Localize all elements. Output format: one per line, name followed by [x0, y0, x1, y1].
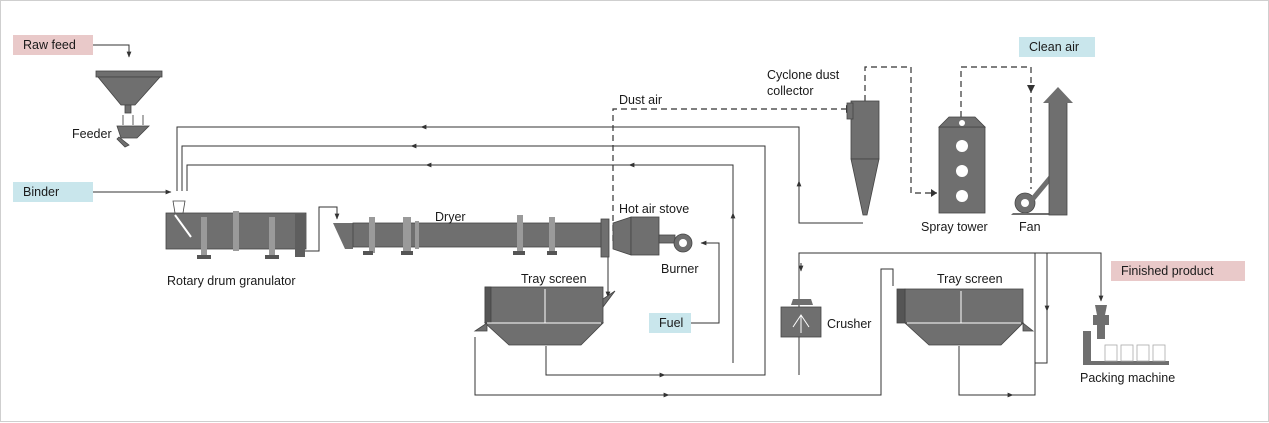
burner-label: Burner: [661, 262, 699, 276]
dryer-drum: [333, 215, 604, 255]
tray-screen-2-label: Tray screen: [937, 272, 1003, 286]
granulator-label: Rotary drum granulator: [167, 274, 296, 288]
crusher-unit: [780, 299, 822, 338]
dust-air-label: Dust air: [619, 93, 663, 107]
cyclone-collector: [846, 100, 880, 216]
crusher-label: Crusher: [827, 317, 872, 331]
packing-machine-label: Packing machine: [1080, 371, 1176, 385]
feeder-hopper: [95, 70, 163, 148]
fan-and-stack: [1011, 87, 1073, 216]
air-flow-lines: [612, 66, 1032, 241]
spray-tower: [938, 116, 986, 214]
clean-air-tag: Clean air: [1019, 37, 1095, 57]
cyclone-label-line2: collector: [767, 84, 814, 98]
finished-product-tag: Finished product: [1111, 261, 1245, 281]
feeder-label: Feeder: [72, 127, 112, 141]
packing-machine: [1083, 305, 1169, 365]
tray-screen-1-label: Tray screen: [521, 272, 587, 286]
hot-air-stove-label: Hot air stove: [619, 202, 690, 216]
cyclone-label-line1: Cyclone dust: [767, 68, 840, 82]
dryer-label: Dryer: [435, 210, 466, 224]
burner-unit: [673, 233, 693, 253]
spray-tower-label: Spray tower: [921, 220, 988, 234]
fuel-tag: Fuel: [649, 313, 691, 333]
material-flow-lines: [91, 44, 1104, 398]
raw-feed-tag: Raw feed: [13, 35, 93, 55]
rotary-drum-granulator: [165, 200, 307, 259]
binder-tag: Binder: [13, 182, 93, 202]
fan-label: Fan: [1019, 220, 1041, 234]
hot-air-stove: [600, 216, 676, 258]
tray-screen-2: [896, 288, 1035, 346]
